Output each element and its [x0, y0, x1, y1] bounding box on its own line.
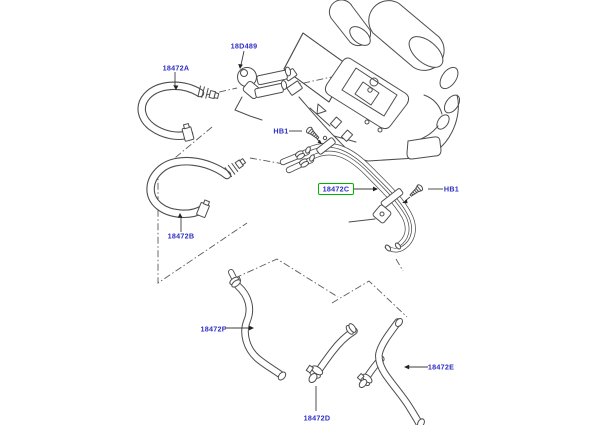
- hose-clamp: [356, 373, 373, 386]
- bolt-hb1-left-icon: [305, 126, 320, 140]
- spring-clamp: [294, 150, 306, 160]
- hose-18472d-drawing: [305, 323, 358, 384]
- pipe-bracket: [348, 188, 404, 224]
- spring-clamp: [345, 323, 357, 335]
- part-label-18472b[interactable]: 18472B: [167, 231, 195, 241]
- part-label-hb1-right[interactable]: HB1: [443, 184, 460, 194]
- part-label-18472c-highlighted[interactable]: 18472C: [322, 184, 350, 194]
- hose-18472b-drawing: [151, 156, 247, 218]
- pipe-assembly-18472c-drawing: [283, 135, 414, 252]
- heater-unit-drawing: [278, 0, 461, 162]
- hose-18472a-drawing: [142, 86, 220, 142]
- phantom-lines: [157, 75, 408, 318]
- part-label-18472e[interactable]: 18472E: [427, 362, 455, 372]
- valve-18d489-drawing: [234, 66, 292, 121]
- spring-clamp: [229, 275, 242, 288]
- part-label-18472f[interactable]: 18472F: [200, 323, 227, 333]
- quick-connect-fitting: [224, 158, 247, 178]
- highlight-box-18472c[interactable]: [318, 183, 354, 195]
- pipe-bracket: [316, 135, 336, 155]
- bolt-hb1-right-icon: [409, 184, 424, 197]
- part-label-18472a[interactable]: 18472A: [162, 63, 190, 73]
- hose-clamp: [181, 123, 195, 142]
- part-label-18d489[interactable]: 18D489: [230, 40, 258, 50]
- hose-clamp: [196, 199, 211, 218]
- callout-leaders: [173, 50, 443, 411]
- part-label-18472d[interactable]: 18472D: [303, 412, 331, 422]
- spring-clamp: [298, 158, 310, 168]
- hose-18472e-drawing: [356, 317, 425, 425]
- part-label-hb1-left[interactable]: HB1: [273, 126, 289, 136]
- quick-connect-fitting: [197, 85, 220, 100]
- hose-18472f-drawing: [229, 272, 287, 381]
